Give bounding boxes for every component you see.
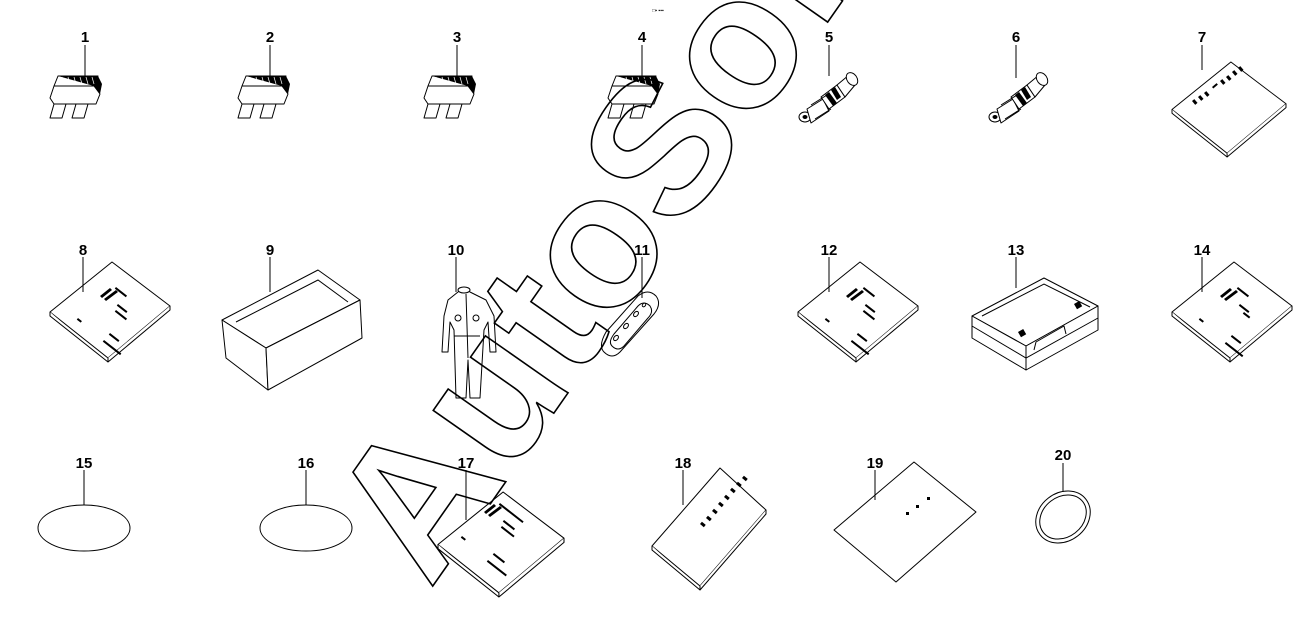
manual-booklet-icon <box>1171 261 1293 363</box>
manual-booklet-icon <box>651 467 767 591</box>
part-1: 1 <box>49 29 103 119</box>
part-16: 16 <box>259 455 353 552</box>
o-ring-icon <box>1035 490 1091 544</box>
part-6: 6 <box>988 29 1051 124</box>
part-8: 8 <box>49 242 171 363</box>
callout-6: 6 <box>1012 29 1020 46</box>
callout-19: 19 <box>867 455 884 472</box>
part-14: 14 <box>1171 242 1293 363</box>
blade-fuse-icon <box>49 75 103 119</box>
part-13: 13 <box>971 242 1099 371</box>
part-4: 4 <box>607 29 661 119</box>
callout-13: 13 <box>1008 242 1025 259</box>
callout-9: 9 <box>266 242 274 259</box>
coverall-suit-icon <box>441 286 497 399</box>
drawing-code: □▪ ▪▪▪ <box>652 8 664 14</box>
manual-booklet-icon <box>797 261 919 363</box>
callout-14: 14 <box>1194 242 1211 259</box>
part-19: 19 <box>833 455 977 583</box>
part-15: 15 <box>37 455 131 552</box>
open-box-icon <box>221 269 363 391</box>
callout-7: 7 <box>1198 29 1206 46</box>
part-20: 20 <box>1035 447 1091 544</box>
part-18: 18 <box>651 455 767 591</box>
part-17: 17 <box>437 455 565 598</box>
spark-plug-icon <box>988 69 1051 124</box>
blade-fuse-icon <box>237 75 291 119</box>
part-11: 11 <box>600 242 660 357</box>
part-12: 12 <box>797 242 919 363</box>
callout-18: 18 <box>675 455 692 472</box>
callout-4: 4 <box>638 29 647 46</box>
callout-15: 15 <box>76 455 93 472</box>
callout-11: 11 <box>634 242 650 259</box>
manual-booklet-icon <box>49 261 171 363</box>
oval-label-icon <box>37 504 131 552</box>
callout-12: 12 <box>821 242 838 259</box>
tool-case-icon <box>971 277 1099 371</box>
document-sheet-icon <box>833 461 977 583</box>
manual-booklet-icon <box>1171 61 1287 158</box>
manual-booklet-icon <box>437 491 565 598</box>
callout-17: 17 <box>458 455 475 472</box>
part-7: 7 <box>1171 29 1287 158</box>
part-2: 2 <box>237 29 291 119</box>
callout-5: 5 <box>825 29 833 46</box>
callout-16: 16 <box>298 455 315 472</box>
callout-8: 8 <box>79 242 87 259</box>
callout-3: 3 <box>453 29 461 46</box>
part-9: 9 <box>221 242 363 391</box>
callout-20: 20 <box>1055 447 1072 464</box>
callout-1: 1 <box>81 29 89 46</box>
blade-fuse-icon <box>423 75 477 119</box>
key-remote-icon <box>600 291 660 357</box>
callout-2: 2 <box>266 29 274 46</box>
part-5: 5 <box>798 29 861 124</box>
part-10: 10 <box>441 242 497 399</box>
part-3: 3 <box>423 29 477 119</box>
callout-10: 10 <box>448 242 465 259</box>
